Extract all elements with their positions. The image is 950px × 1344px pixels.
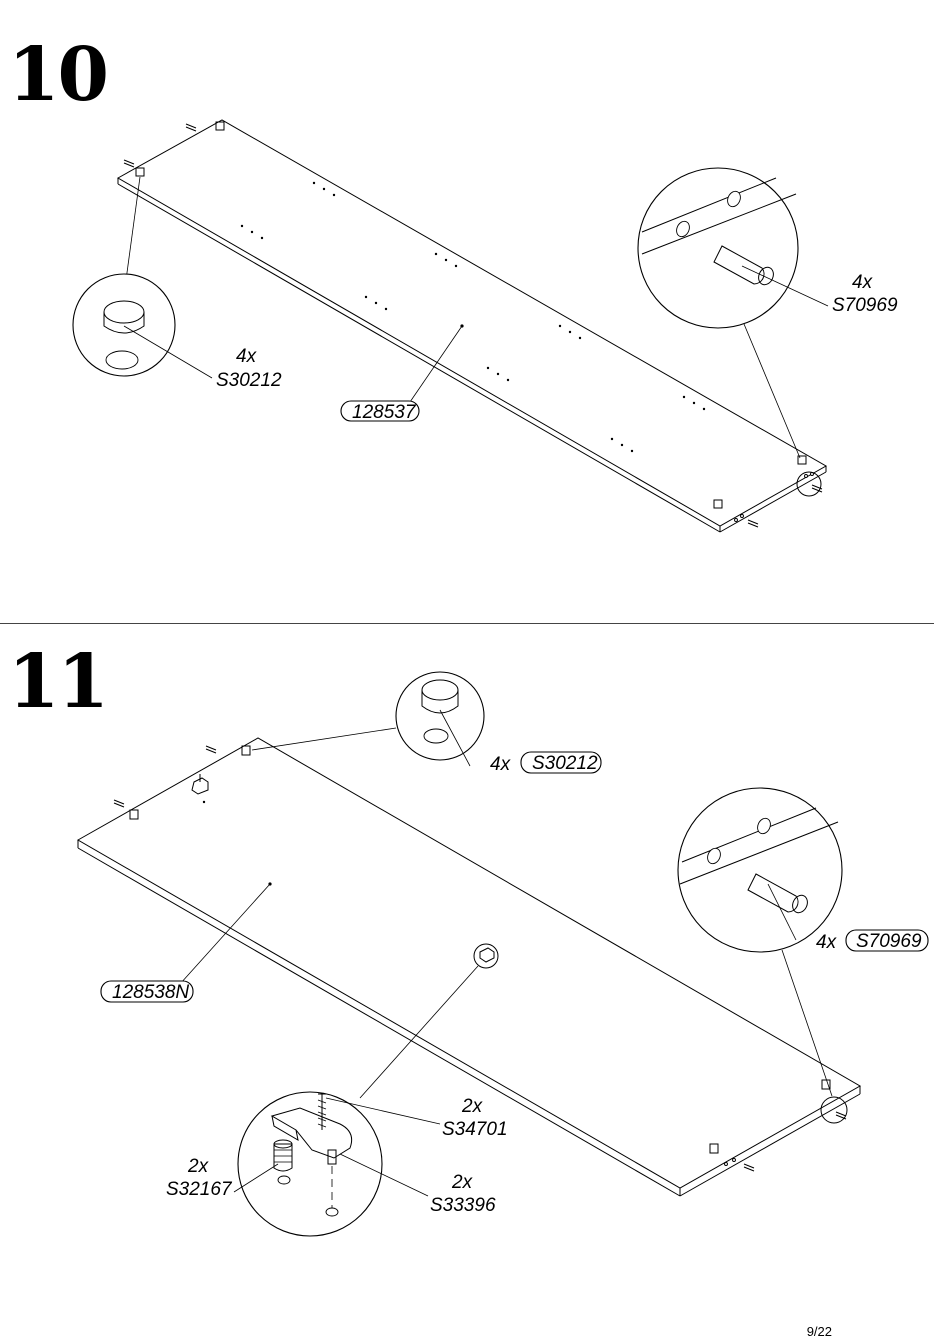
- step-10-panel-code: 128537: [352, 402, 417, 423]
- step-11-cam-label-frame: [520, 751, 602, 774]
- step-10-dowel-marker: [796, 471, 822, 497]
- step-10-cam-qty: 4x: [236, 346, 258, 367]
- step-10-dowel-code: S70969: [832, 295, 898, 316]
- step-11-cam-qty: 4x: [490, 754, 512, 775]
- step-11-clip-code: S33396: [430, 1195, 496, 1216]
- step-10-cam-code: S30212: [216, 370, 282, 391]
- step-number-11: 11: [8, 639, 109, 725]
- step-11-cam-detail: [251, 671, 485, 767]
- page-number: 9/22: [806, 1324, 832, 1339]
- step-divider: [0, 623, 934, 624]
- step-11-dowel-code: S70969: [856, 931, 922, 952]
- step-11-panel-label-frame: [100, 980, 194, 1003]
- step-11-dowel-qty: 4x: [816, 932, 838, 953]
- step-11-bushing-qty: 2x: [187, 1156, 210, 1177]
- step-11-fittings: [113, 745, 847, 1172]
- step-11-dowel-detail: [677, 787, 843, 1097]
- step-11-clip-detail: [233, 943, 499, 1237]
- step-10-panel: [116, 119, 828, 533]
- step-10-hole-rows: [240, 181, 706, 453]
- step-11-panel-code: 128538N: [112, 982, 189, 1003]
- step-10-panel-leader: [409, 325, 463, 403]
- step-11-screw-code: S34701: [442, 1119, 508, 1140]
- step-11-clip-qty: 2x: [451, 1172, 474, 1193]
- step-11-cam-code: S30212: [532, 753, 598, 774]
- step-10-fittings: [123, 121, 823, 528]
- step-10-cam-detail: [72, 176, 213, 379]
- step-11-bushing-code: S32167: [166, 1179, 233, 1200]
- step-11-dowel-marker: [820, 1096, 848, 1124]
- step-11-dowel-label-frame: [845, 929, 929, 952]
- step-10-panel-label-frame: [340, 400, 420, 422]
- step-10-dowel-detail: [637, 167, 829, 459]
- step-11-panel-leader: [179, 883, 271, 985]
- step-10-dowel-qty: 4x: [852, 272, 874, 293]
- step-number-10: 10: [8, 32, 109, 118]
- step-11-screw-qty: 2x: [461, 1096, 484, 1117]
- step-11-panel: [76, 737, 862, 1197]
